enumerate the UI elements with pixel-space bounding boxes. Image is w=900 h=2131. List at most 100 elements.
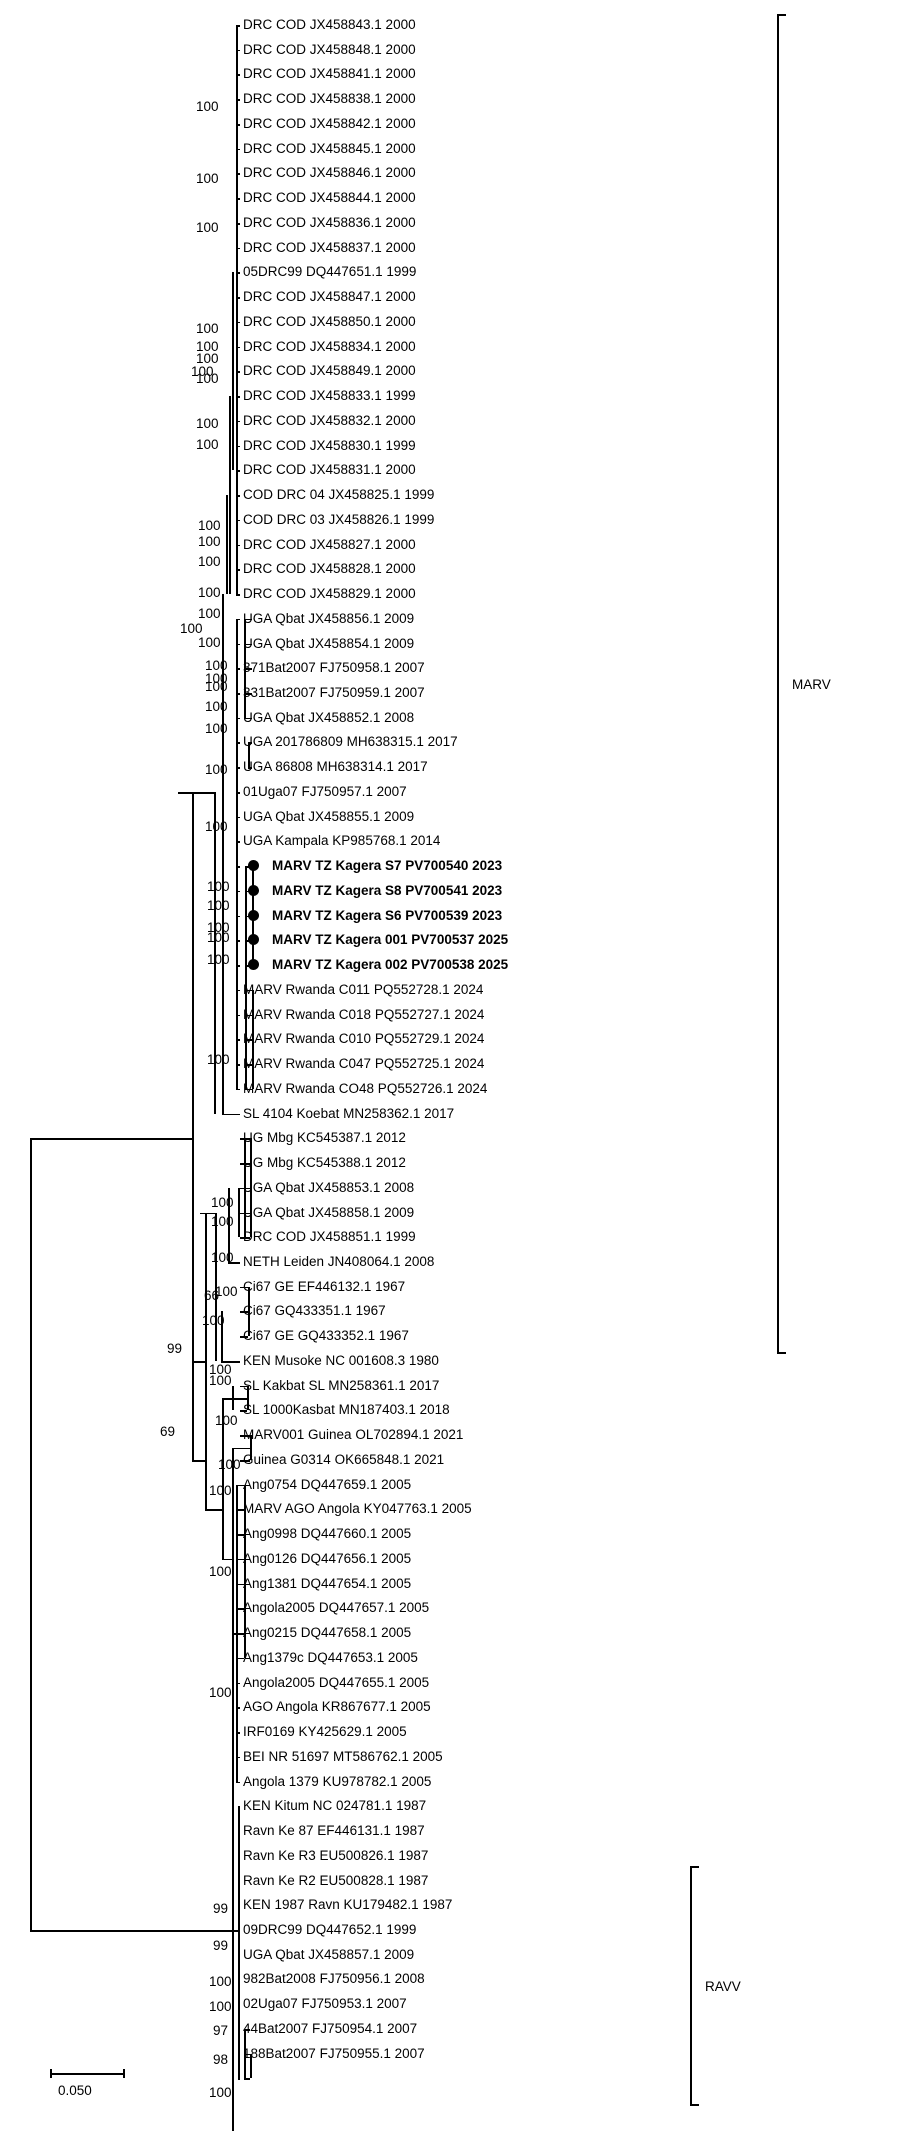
scale-bar-label: 0.050 — [58, 2083, 92, 2098]
branch-horizontal — [236, 25, 240, 27]
branch-horizontal — [236, 692, 240, 695]
clade-label-marv: MARV — [792, 677, 831, 692]
branch-horizontal — [240, 1336, 248, 1338]
branch-vertical — [250, 1435, 252, 1460]
tip-label: UGA 201786809 MH638315.1 2017 — [243, 734, 458, 750]
branch-horizontal — [238, 2078, 240, 2080]
tip-label: UGA Qbat JX458852.1 2008 — [243, 709, 415, 725]
branch-vertical — [229, 396, 231, 594]
tip-label: DRC COD JX458846.1 2000 — [243, 165, 416, 181]
bootstrap-value: 100 — [196, 416, 219, 431]
branch-vertical — [238, 1187, 240, 1238]
bootstrap-value: 100 — [209, 2085, 232, 2100]
tip-label: DRC COD JX458842.1 2000 — [243, 115, 416, 131]
tip-label: Guinea G0314 OK665848.1 2021 — [243, 1451, 445, 1467]
tip-label: DRC COD JX458851.1 1999 — [243, 1229, 416, 1245]
bootstrap-value: 100 — [209, 1974, 232, 1989]
tip-label: DRC COD JX458829.1 2000 — [243, 586, 416, 602]
tip-label: MARV001 Guinea OL702894.1 2021 — [243, 1427, 464, 1443]
tip-label: Ang0754 DQ447659.1 2005 — [243, 1476, 412, 1492]
branch-horizontal — [236, 1657, 244, 1660]
branch-horizontal — [236, 767, 240, 769]
branch-vertical — [250, 1138, 252, 1238]
branch-horizontal — [236, 1781, 240, 1784]
branch-horizontal — [236, 618, 240, 621]
tip-label: DRC COD JX458831.1 2000 — [243, 462, 416, 478]
branch-horizontal — [245, 989, 252, 992]
tip-label: 02Uga07 FJ750953.1 2007 — [243, 1996, 407, 2012]
tip-label: Ang1379c DQ447653.1 2005 — [243, 1649, 418, 1665]
tip-label: UGA 86808 MH638314.1 2017 — [243, 759, 428, 775]
branch-horizontal — [236, 742, 240, 745]
branch-horizontal — [236, 1682, 240, 1685]
branch-horizontal — [236, 1608, 244, 1610]
tip-label: DRC COD JX458848.1 2000 — [243, 41, 416, 57]
branch-horizontal — [222, 1398, 232, 1400]
branch-vertical — [248, 1286, 250, 1337]
scale-bar-cap-left — [50, 2069, 52, 2078]
bootstrap-value: 100 — [209, 1999, 232, 2014]
bootstrap-value: 99 — [213, 1901, 229, 1916]
bootstrap-value: 100 — [218, 1457, 241, 1472]
bootstrap-value: 100 — [198, 606, 221, 621]
branch-horizontal — [236, 866, 240, 868]
branch-horizontal — [30, 1929, 238, 1932]
branch-horizontal — [236, 1014, 240, 1017]
bootstrap-value: 100 — [198, 635, 221, 650]
branch-horizontal — [245, 866, 252, 868]
branch-horizontal — [236, 519, 240, 522]
branch-vertical — [244, 1138, 246, 1238]
tip-label: COD DRC 03 JX458826.1 1999 — [243, 511, 435, 527]
branch-horizontal — [236, 1558, 244, 1561]
tip-label: MARV TZ Kagera S7 PV700540 2023 — [272, 858, 503, 874]
tip-label: KEN Kitum NC 024781.1 1987 — [243, 1798, 427, 1814]
branch-horizontal — [236, 1534, 244, 1536]
bootstrap-value: 100 — [198, 554, 221, 569]
branch-horizontal — [236, 74, 240, 77]
tip-label: DRC COD JX458841.1 2000 — [243, 66, 416, 82]
bootstrap-value: 100 — [205, 819, 228, 834]
branch-vertical — [222, 1398, 224, 1559]
branch-horizontal — [236, 198, 240, 200]
branch-vertical — [244, 1484, 246, 1658]
bootstrap-value: 100 — [215, 1284, 238, 1299]
bootstrap-value: 100 — [209, 1362, 232, 1377]
branch-horizontal — [236, 1509, 244, 1511]
branch-horizontal — [245, 1039, 252, 1041]
tip-label: Ang1381 DQ447654.1 2005 — [243, 1575, 412, 1591]
tip-label: DRC COD JX458844.1 2000 — [243, 190, 416, 206]
branch-horizontal — [236, 222, 240, 225]
branch-horizontal — [232, 1398, 247, 1400]
branch-horizontal — [236, 816, 240, 819]
branch-vertical — [232, 272, 234, 471]
tip-label: Angola2005 DQ447657.1 2005 — [243, 1600, 430, 1616]
bootstrap-value: 100 — [198, 534, 221, 549]
branch-horizontal — [236, 396, 240, 398]
branch-horizontal — [236, 49, 240, 52]
branch-horizontal — [236, 371, 240, 373]
branch-horizontal — [192, 791, 214, 794]
branch-horizontal — [236, 1039, 240, 1041]
branch-horizontal — [236, 965, 240, 967]
tip-label: Ang0126 DQ447656.1 2005 — [243, 1550, 412, 1566]
bootstrap-value: 100 — [198, 585, 221, 600]
tip-label: UG Mbg KC545388.1 2012 — [243, 1155, 406, 1171]
branch-vertical — [214, 791, 216, 1114]
branch-horizontal — [236, 717, 240, 720]
bootstrap-value: 100 — [209, 1483, 232, 1498]
tip-label: 371Bat2007 FJ750958.1 2007 — [243, 660, 425, 676]
branch-vertical — [236, 618, 238, 1089]
tip-label: UGA Kampala KP985768.1 2014 — [243, 833, 441, 849]
branch-horizontal — [236, 495, 240, 497]
bracket-spine — [690, 1866, 692, 2106]
branch-horizontal — [236, 544, 240, 547]
branch-horizontal — [245, 1088, 252, 1091]
bootstrap-value: 100 — [196, 171, 219, 186]
branch-horizontal — [240, 1286, 248, 1289]
branch-vertical — [252, 989, 254, 1089]
tip-label: SL 4104 Koebat MN258362.1 2017 — [243, 1105, 455, 1121]
tip-label: UGA Qbat JX458854.1 2009 — [243, 635, 415, 651]
tip-label: DRC COD JX458847.1 2000 — [243, 289, 416, 305]
bootstrap-value: 100 — [207, 879, 230, 894]
